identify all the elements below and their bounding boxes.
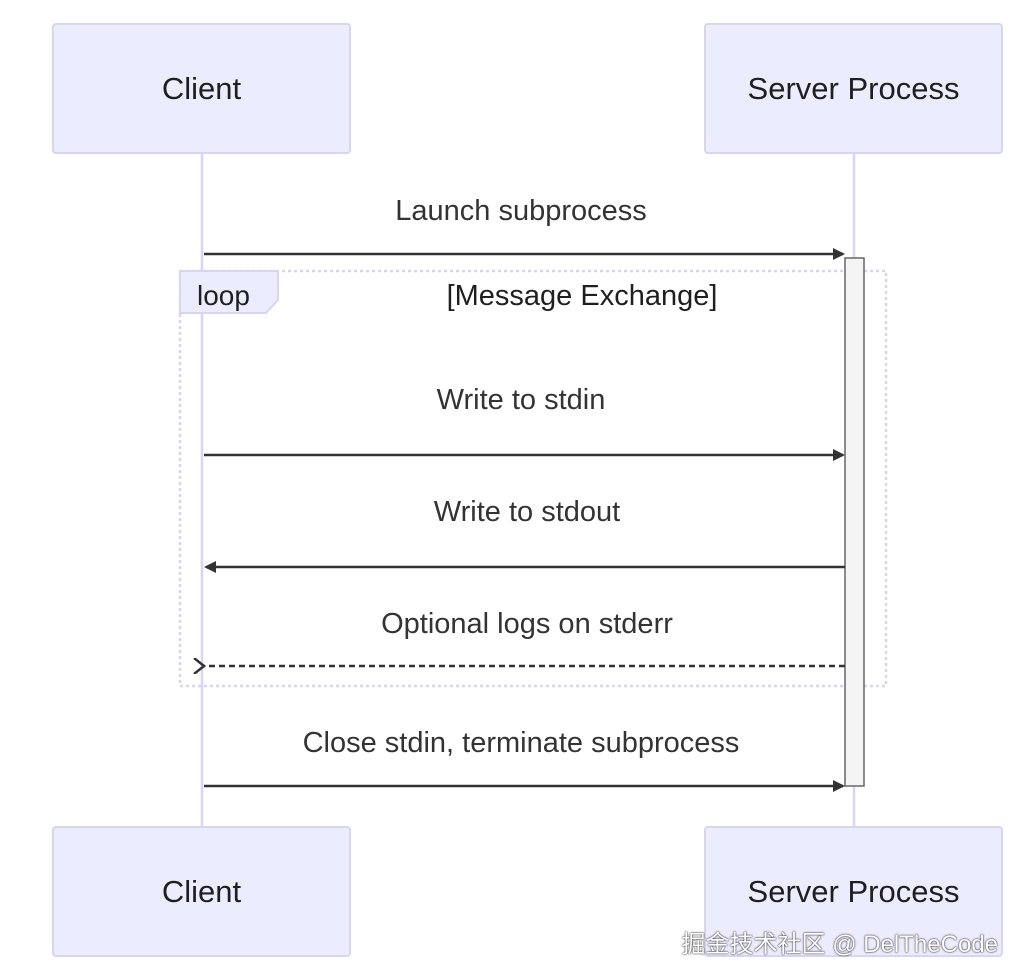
server-actor-label: Server Process: [747, 70, 960, 106]
message-label-stdout: Write to stdout: [433, 496, 621, 528]
loop-condition-label: [Message Exchange]: [446, 280, 718, 312]
server-actor-bottom: Server Process: [704, 826, 1003, 957]
client-actor-top: Client: [52, 23, 351, 154]
message-label-stdin: Write to stdin: [436, 384, 606, 416]
watermark: 掘金技术社区 @ DelTheCode: [681, 931, 998, 958]
server-actor-top: Server Process: [704, 23, 1003, 154]
loop-tag-label: loop: [197, 280, 250, 311]
message-label-stderr: Optional logs on stderr: [381, 608, 673, 640]
server-actor-label: Server Process: [747, 873, 960, 909]
client-actor-bottom: Client: [52, 826, 351, 957]
loop-tag-box: [179, 270, 279, 314]
loop-frame: [178, 269, 888, 688]
message-label-close: Close stdin, terminate subprocess: [302, 727, 740, 759]
message-label-launch: Launch subprocess: [395, 195, 647, 227]
server-activation-bar: [844, 257, 865, 787]
client-actor-label: Client: [161, 873, 242, 909]
client-actor-label: Client: [161, 70, 242, 106]
